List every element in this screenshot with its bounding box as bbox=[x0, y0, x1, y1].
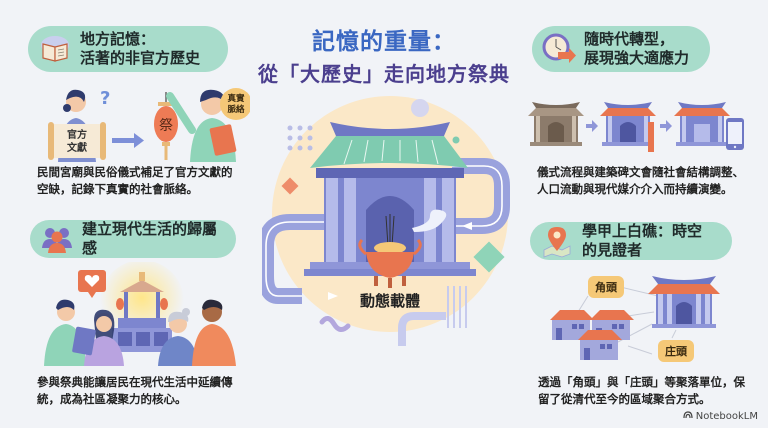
bubble-line1: 真實 bbox=[227, 93, 245, 104]
section-title-line1: 學甲上白礁：時空的見證者 bbox=[582, 222, 703, 259]
body-line2: 空缺，記錄下真實的社會脈絡。 bbox=[37, 182, 198, 196]
section-body-adaptability: 儀式流程與建築碑文會隨社會結構調整、 人口流動與現代媒介介入而持續演變。 bbox=[537, 164, 762, 198]
body-line2: 留了從清代至今的區域聚合方式。 bbox=[538, 392, 711, 406]
section-body-local-memory: 民間宮廟與民俗儀式補足了官方文獻的 空缺，記錄下真實的社會脈絡。 bbox=[37, 164, 252, 198]
scroll-label-line1: 官方 bbox=[67, 128, 87, 141]
community-illustration bbox=[40, 260, 240, 366]
section-title-line1: 地方記憶： bbox=[80, 30, 156, 48]
section-title-belonging: 建立現代生活的歸屬感 bbox=[30, 220, 236, 258]
badge-zhuangtou: 庄頭 bbox=[658, 340, 694, 362]
dynamic-carrier-illustration bbox=[258, 96, 518, 346]
body-line1: 儀式流程與建築碑文會隨社會結構調整、 bbox=[537, 165, 744, 179]
section-title-adaptability: 隨時代轉型， 展現強大適應力 bbox=[532, 26, 710, 72]
section-title-line2: 活著的非官方歷史 bbox=[80, 49, 201, 67]
official-vs-real-illustration: 官方 文獻 ? 祭 真實 脈絡 bbox=[40, 84, 252, 162]
people-group-icon bbox=[40, 222, 74, 256]
page-title: 記憶的重量： bbox=[312, 29, 456, 55]
body-line1: 透過「角頭」與「庄頭」等聚落單位，保 bbox=[538, 375, 745, 389]
body-line2: 人口流動與現代媒介介入而持續演變。 bbox=[537, 182, 733, 196]
scroll-label-line2: 文獻 bbox=[67, 141, 87, 154]
question-mark: ? bbox=[100, 88, 110, 109]
brand-label: NotebookLM bbox=[695, 411, 758, 422]
incense-burner-icon bbox=[358, 214, 422, 288]
section-title-witness: 學甲上白礁：時空的見證者 bbox=[530, 222, 732, 260]
page-subtitle: 從「大歷史」走向地方祭典 bbox=[258, 62, 510, 86]
badge-jiaotou: 角頭 bbox=[588, 276, 624, 298]
decor-circle bbox=[411, 99, 429, 117]
section-title-line1: 建立現代生活的歸屬感 bbox=[82, 220, 218, 257]
notebooklm-watermark: NotebookLM bbox=[683, 411, 758, 422]
lantern-label: 祭 bbox=[159, 118, 173, 134]
section-title-local-memory: 地方記憶： 活著的非官方歷史 bbox=[28, 26, 228, 72]
map-pin-icon bbox=[540, 224, 574, 258]
section-body-witness: 透過「角頭」與「庄頭」等聚落單位，保 留了從清代至今的區域聚合方式。 bbox=[538, 374, 763, 408]
clock-arrow-icon bbox=[542, 32, 576, 66]
book-icon bbox=[38, 32, 72, 66]
section-title-line2: 展現強大適應力 bbox=[584, 49, 690, 67]
temple-evolution-illustration bbox=[528, 94, 748, 158]
house-icon bbox=[550, 310, 594, 340]
section-title-line1: 隨時代轉型， bbox=[584, 30, 675, 48]
body-line1: 民間宮廟與民俗儀式補足了官方文獻的 bbox=[37, 165, 233, 179]
body-line1: 參與祭典能讓居民在現代生活中延續傳 bbox=[37, 375, 233, 389]
section-body-belonging: 參與祭典能讓居民在現代生活中延續傳 統，成為社區凝聚力的核心。 bbox=[37, 374, 252, 408]
notebooklm-logo-icon bbox=[683, 411, 693, 422]
settlement-illustration: 角頭 庄頭 bbox=[548, 266, 738, 366]
center-label: 動態載體 bbox=[359, 292, 420, 310]
bubble-line2: 脈絡 bbox=[227, 104, 245, 115]
temple-icon bbox=[330, 122, 450, 136]
body-line2: 統，成為社區凝聚力的核心。 bbox=[37, 392, 187, 406]
